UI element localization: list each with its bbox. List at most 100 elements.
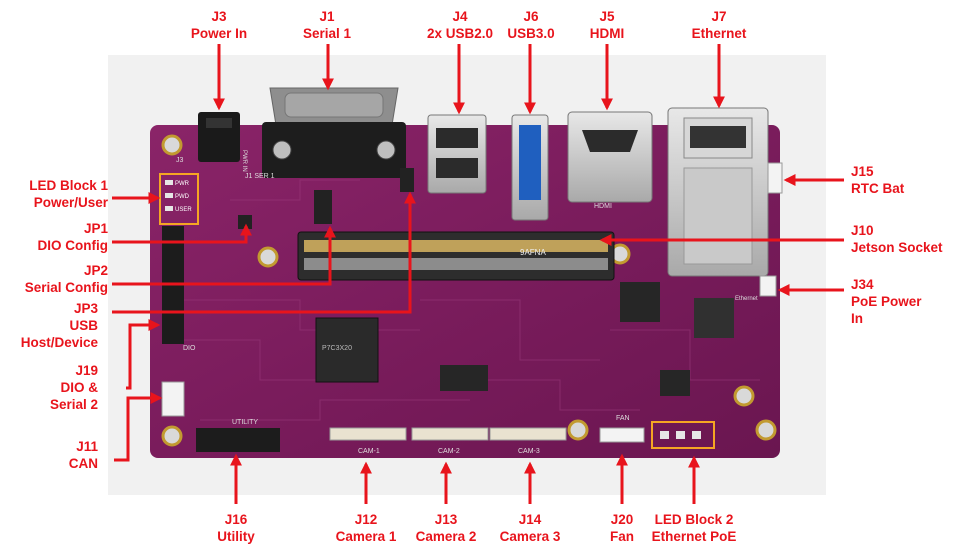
label-j4-id: J4 bbox=[452, 9, 468, 24]
label-j7-name: Ethernet bbox=[691, 26, 747, 41]
label-j4: J4 2x USB2.0 bbox=[412, 8, 508, 42]
label-j5: J5 HDMI bbox=[576, 8, 638, 42]
silk-led-pwr: PWR bbox=[175, 181, 190, 187]
label-j12-name: Camera 1 bbox=[335, 529, 397, 544]
silk-led-user: USER bbox=[175, 207, 192, 213]
pcb-board bbox=[150, 125, 780, 458]
label-j10-id: J10 bbox=[851, 223, 874, 238]
label-j12-id: J12 bbox=[354, 512, 378, 527]
label-j16-id: J16 bbox=[224, 512, 248, 527]
label-j19: J19 DIO & Serial 2 bbox=[4, 362, 98, 413]
silk-j1: J1 SER 1 bbox=[245, 173, 275, 180]
arrow-jp3 bbox=[112, 191, 416, 314]
label-j19-name2: Serial 2 bbox=[49, 397, 98, 412]
inductor bbox=[694, 298, 734, 338]
arrow-j19 bbox=[126, 319, 161, 390]
label-j20-id: J20 bbox=[610, 512, 634, 527]
label-jp1-name: DIO Config bbox=[37, 238, 109, 253]
label-j13: J13 Camera 2 bbox=[406, 511, 486, 545]
fan-connector-j20: FAN bbox=[599, 415, 645, 443]
label-led1-name: Power/User bbox=[33, 195, 108, 210]
arrow-j11 bbox=[114, 392, 163, 462]
label-j19-name: DIO & bbox=[60, 380, 98, 395]
camera-connectors: CAM-1 CAM-2 CAM-3 bbox=[329, 427, 567, 455]
label-jp2-name: Serial Config bbox=[24, 280, 108, 295]
silk-fan: FAN bbox=[616, 415, 630, 422]
label-led1-id: LED Block 1 bbox=[29, 178, 108, 193]
callout-arrows bbox=[112, 44, 844, 504]
label-j34: J34 PoE Power In bbox=[851, 276, 951, 327]
label-j10: J10 Jetson Socket bbox=[851, 222, 951, 256]
label-j3: J3 Power In bbox=[176, 8, 262, 42]
label-jp3-id: JP3 bbox=[73, 301, 98, 316]
power-jack-j3: J3 PWR IN bbox=[176, 112, 247, 172]
silk-pwr-in: PWR IN bbox=[241, 150, 247, 172]
label-j6-name: USB3.0 bbox=[507, 26, 555, 41]
label-j7-id: J7 bbox=[711, 9, 727, 24]
label-jp2: JP2 Serial Config bbox=[4, 262, 108, 296]
label-j11-name: CAN bbox=[68, 456, 98, 471]
label-j34-name2: In bbox=[851, 311, 863, 326]
label-j11: J11 CAN bbox=[4, 438, 98, 472]
label-j5-name: HDMI bbox=[589, 26, 625, 41]
phy-chip bbox=[620, 282, 660, 322]
poe-power-connector-j34 bbox=[759, 275, 777, 297]
silk-led-pwd: PWD bbox=[175, 194, 190, 200]
label-j19-id: J19 bbox=[75, 363, 98, 378]
silk-dio: DIO bbox=[183, 345, 196, 352]
label-j11-id: J11 bbox=[76, 439, 98, 454]
poe-chip bbox=[660, 370, 690, 396]
label-jp1: JP1 DIO Config bbox=[4, 220, 109, 254]
label-j10-name: Jetson Socket bbox=[851, 240, 943, 255]
label-j34-name: PoE Power bbox=[851, 294, 922, 309]
can-connector-j11 bbox=[161, 381, 185, 417]
label-j6: J6 USB3.0 bbox=[500, 8, 562, 42]
label-j34-id: J34 bbox=[851, 277, 874, 292]
rtc-battery-connector-j15 bbox=[767, 162, 783, 194]
label-jp1-id: JP1 bbox=[83, 221, 108, 236]
silk-utility: UTILITY bbox=[232, 419, 258, 426]
label-led2-id: LED Block 2 bbox=[654, 512, 734, 527]
utility-header-j16: UTILITY bbox=[196, 419, 280, 452]
label-jp3-name: USB bbox=[69, 318, 98, 333]
label-j7: J7 Ethernet bbox=[676, 8, 762, 42]
silk-j3: J3 bbox=[176, 157, 184, 164]
label-jp2-id: JP2 bbox=[83, 263, 108, 278]
jumper-jp2 bbox=[314, 190, 332, 224]
label-j13-name: Camera 2 bbox=[415, 529, 477, 544]
label-j14-name: Camera 3 bbox=[499, 529, 561, 544]
label-led2: LED Block 2 Ethernet PoE bbox=[640, 511, 748, 545]
label-j13-id: J13 bbox=[434, 512, 458, 527]
main-chip: P7C3X20 bbox=[315, 317, 379, 383]
label-led1: LED Block 1 Power/User bbox=[4, 177, 108, 211]
label-j3-name: Power In bbox=[190, 26, 248, 41]
label-j15-id: J15 bbox=[851, 164, 874, 179]
label-j4-name: 2x USB2.0 bbox=[426, 26, 494, 41]
silk-chip: P7C3X20 bbox=[322, 345, 352, 352]
ethernet-connector-j7: Ethernet bbox=[667, 107, 769, 302]
label-j20: J20 Fan bbox=[592, 511, 652, 545]
jumper-jp3 bbox=[400, 168, 414, 192]
label-jp3: JP3 USB Host/Device bbox=[4, 300, 98, 351]
silk-ethernet: Ethernet bbox=[735, 296, 758, 302]
arrow-jp2 bbox=[112, 225, 336, 286]
silk-socket: 9AFNA bbox=[520, 248, 546, 257]
usb3-connector-j6 bbox=[511, 114, 549, 221]
label-j14-id: J14 bbox=[518, 512, 542, 527]
label-j20-name: Fan bbox=[609, 529, 634, 544]
label-j1: J1 Serial 1 bbox=[284, 8, 370, 42]
serial-connector-j1: J1 SER 1 bbox=[245, 87, 406, 180]
mounting-holes bbox=[161, 134, 777, 447]
label-j12: J12 Camera 1 bbox=[326, 511, 406, 545]
label-j16-name: Utility bbox=[217, 529, 255, 544]
label-j5-id: J5 bbox=[599, 9, 615, 24]
label-j6-id: J6 bbox=[523, 9, 539, 24]
label-j1-id: J1 bbox=[319, 9, 335, 24]
usb2-connector-j4 bbox=[427, 114, 487, 194]
ic-chip bbox=[440, 365, 488, 391]
led-block-2 bbox=[651, 421, 715, 449]
label-jp3-name2: Host/Device bbox=[20, 335, 98, 350]
arrow-jp1 bbox=[112, 223, 252, 244]
label-j16: J16 Utility bbox=[196, 511, 276, 545]
silk-hdmi: HDMI bbox=[594, 203, 612, 210]
